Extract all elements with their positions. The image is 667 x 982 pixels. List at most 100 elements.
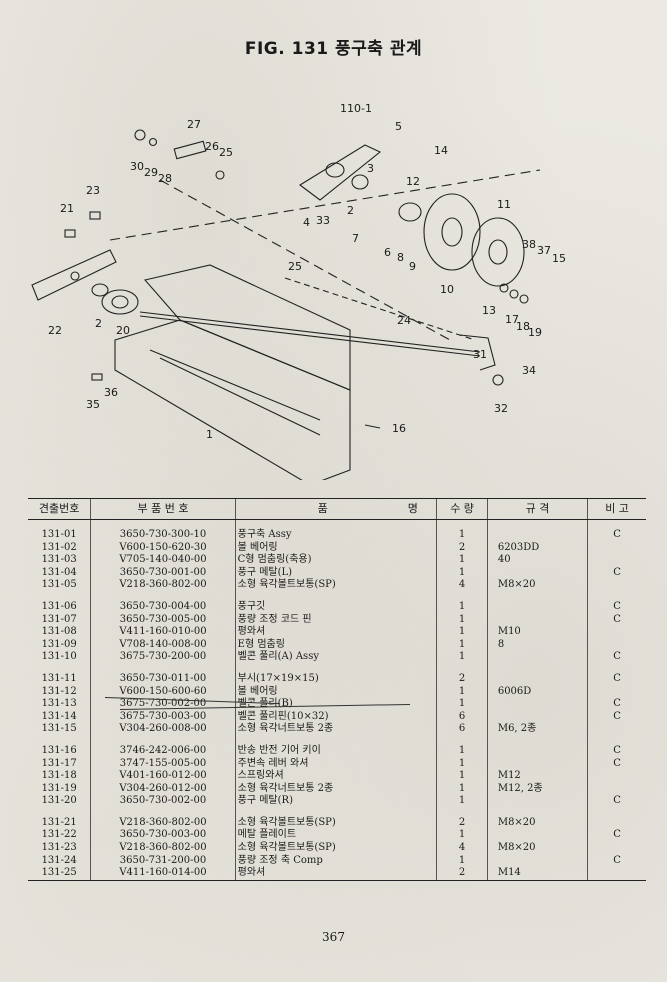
callout: 25	[219, 146, 233, 159]
cell-part-no: 3650-730-003-00	[90, 829, 236, 843]
cell-remark: C	[587, 710, 646, 724]
cell-no: 131-25	[28, 867, 91, 881]
cell-part-no: 3675-730-200-00	[90, 651, 236, 664]
callout: 31	[473, 348, 487, 361]
cell-part-no: V218-360-802-00	[90, 816, 236, 830]
callout: 10	[440, 283, 454, 296]
cell-no: 131-04	[41, 566, 77, 578]
cell-qty: 2	[436, 672, 488, 686]
cell-remark: C	[587, 566, 646, 580]
cell-name: E형 멈춤링	[234, 638, 437, 652]
cell-name: 주변속 레버 와셔	[234, 757, 437, 771]
cell-part-no: V401-160-012-00	[90, 770, 236, 783]
cell-name: 풍구깃	[234, 600, 437, 614]
callout: 29	[144, 166, 158, 179]
cell-part-no: V411-160-014-00	[90, 867, 236, 881]
cell-qty: 4	[436, 579, 488, 592]
callout: 30	[130, 160, 144, 173]
cell-no: 131-16	[41, 744, 77, 756]
cell-part-no: 3675-730-003-00	[90, 710, 236, 724]
cell-qty: 1	[436, 626, 488, 639]
cell-qty: 2	[436, 867, 488, 881]
pulley-a-shape	[423, 193, 481, 271]
cell-remark	[587, 842, 646, 855]
cell-remark: C	[587, 744, 646, 758]
cell-name: 풍량 조정 축 Comp	[234, 854, 437, 868]
cell-part-no: V411-160-010-00	[90, 626, 236, 639]
cell-remark: C	[587, 829, 646, 843]
cell-name: 풍구 메탈(R)	[234, 795, 437, 808]
callout: 22	[48, 324, 62, 337]
cell-remark	[587, 626, 646, 639]
cell-no: 131-08	[41, 626, 77, 638]
callout: 32	[494, 402, 508, 415]
cell-qty: 1	[436, 600, 488, 614]
cell-qty: 2	[436, 541, 488, 555]
cell-no: 131-24	[41, 854, 77, 866]
cell-part-no: 3650-730-011-00	[90, 672, 236, 686]
cell-part-no: 3650-730-002-00	[90, 795, 236, 808]
group-spacer	[28, 735, 646, 745]
cell-name: 벨콘 풀리(A) Assy	[234, 651, 437, 664]
cell-spec: 6006D	[486, 685, 588, 699]
cell-spec: M12, 2종	[486, 782, 588, 796]
cell-spec: M8×20	[486, 842, 588, 855]
callout: 19	[528, 326, 542, 339]
cell-no: 131-05	[41, 579, 77, 591]
header-qty: 수 량	[436, 498, 488, 520]
callout: 16	[392, 422, 406, 435]
header-remark: 비 고	[587, 498, 646, 520]
cell-name: 벨콘 풀리(B)	[234, 698, 437, 711]
cell-qty: 1	[436, 613, 488, 627]
cell-remark: C	[587, 600, 646, 614]
cell-no: 131-07	[41, 613, 77, 625]
cell-part-no: V218-360-802-00	[90, 842, 236, 855]
cell-spec: 40	[486, 554, 588, 567]
cell-remark	[587, 782, 646, 796]
callout: 38	[522, 238, 536, 251]
cell-no: 131-01	[41, 529, 77, 540]
cell-name: 반송 반전 기어 키이	[234, 744, 437, 758]
cell-part-no: 3675-730-002-00	[90, 698, 236, 711]
cell-name: 풍구축 Assy	[234, 529, 437, 542]
cell-qty: 1	[436, 685, 488, 699]
group-spacer	[28, 519, 646, 529]
callout: 13	[482, 304, 496, 317]
cell-part-no: V705-140-040-00	[90, 554, 236, 567]
cell-remark: C	[587, 529, 646, 542]
callout: 36	[104, 386, 118, 399]
cell-spec: M12	[486, 770, 588, 783]
cell-name: 평와셔	[234, 867, 437, 881]
cell-no: 131-19	[41, 782, 77, 794]
cell-name: 스프링와셔	[234, 770, 437, 783]
cell-qty: 1	[436, 554, 488, 567]
cell-remark	[587, 816, 646, 830]
cell-remark: C	[587, 795, 646, 808]
cell-name: 볼 베어링	[234, 685, 437, 699]
cell-remark	[587, 685, 646, 699]
cell-spec	[486, 672, 588, 686]
cell-remark	[587, 770, 646, 783]
header-no: 견출번호	[28, 498, 91, 520]
cell-qty: 1	[436, 698, 488, 711]
cell-no: 131-23	[41, 842, 77, 854]
header-spec: 규 격	[486, 498, 588, 520]
cell-qty: 1	[436, 638, 488, 652]
cell-remark: C	[587, 757, 646, 771]
cell-part-no: 3747-155-005-00	[90, 757, 236, 771]
cell-part-no: 3650-730-300-10	[90, 529, 236, 542]
callout: 7	[352, 232, 359, 245]
cell-qty: 1	[436, 757, 488, 771]
callout: 35	[86, 398, 100, 411]
